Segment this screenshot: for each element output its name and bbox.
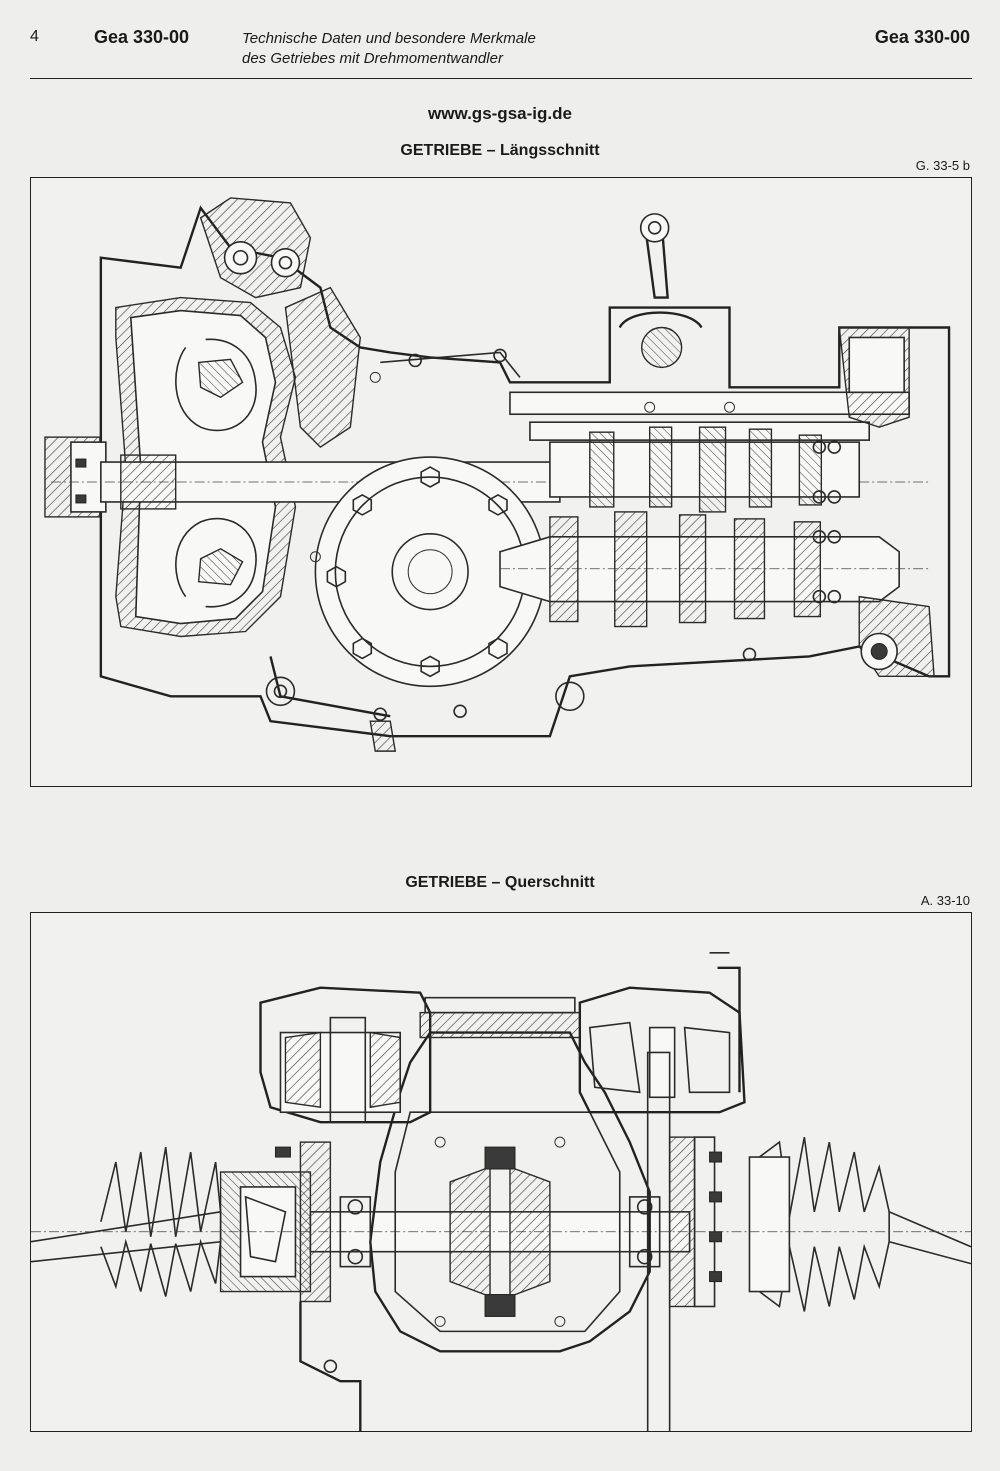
page-number: 4 xyxy=(30,28,39,45)
figure-2-title: GETRIEBE – Querschnitt xyxy=(405,874,595,891)
cross-section-drawing xyxy=(30,912,972,1432)
header-divider xyxy=(30,78,972,79)
figure-1-title: GETRIEBE – Längsschnitt xyxy=(400,142,600,159)
longitudinal-section-drawing xyxy=(30,177,972,787)
document-code-left: Gea 330-00 xyxy=(94,27,190,47)
longitudinal-section-svg xyxy=(44,197,951,752)
figure-1-reference: G. 33-5 b xyxy=(915,158,970,173)
header-title: Technische Daten und besondere Merkmale … xyxy=(242,29,536,69)
document-code-right: Gea 330-00 xyxy=(874,27,970,47)
website-url: www.gs-gsa-ig.de xyxy=(428,104,572,123)
header-title-line-2: des Getriebes mit Drehmomentwandler xyxy=(242,50,503,67)
header-title-line-1: Technische Daten und besondere Merkmale xyxy=(242,30,536,47)
figure-2-reference: A. 33-10 xyxy=(920,893,970,908)
cross-section-svg xyxy=(31,952,971,1431)
